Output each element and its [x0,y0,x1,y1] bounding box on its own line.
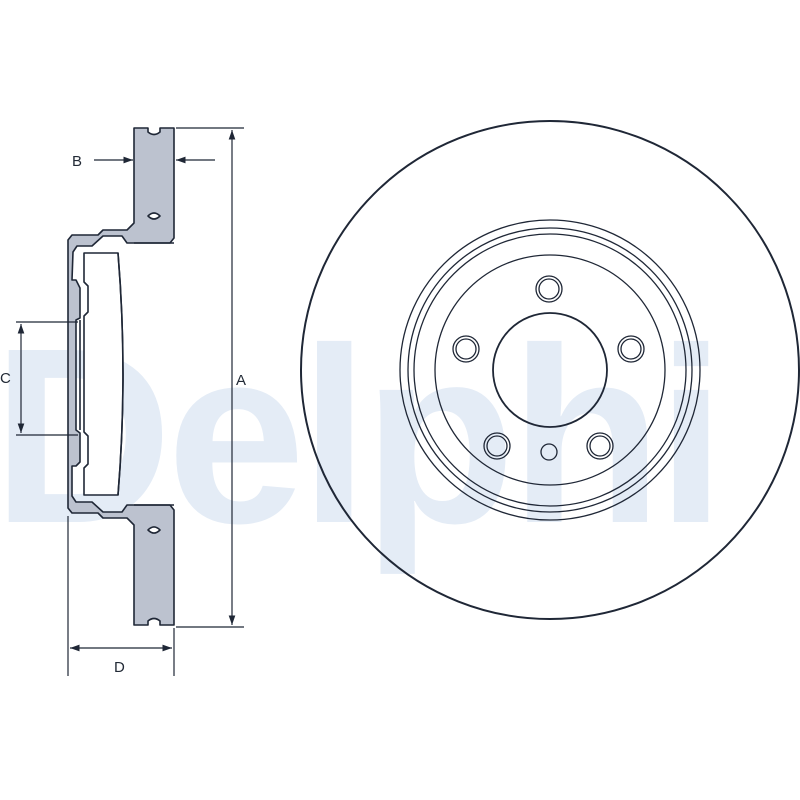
bolt-hole [452,335,480,363]
dimension-lines [16,127,244,676]
bolt-hole [535,275,563,303]
hub-notch-bottom [147,526,161,534]
disc-front-view [300,120,800,620]
bolt-hole [586,432,614,460]
hat-ring-3 [413,233,687,507]
hub-notch-top [147,212,161,220]
hat-face-ring [434,254,666,486]
bolt-hole [483,432,511,460]
centre-bore [492,312,608,428]
bolt-hole [617,335,645,363]
hat-outer-ring [399,219,701,521]
hat-ring-2 [407,227,693,513]
disc-side-view [67,127,175,626]
label-a: A [236,372,246,389]
label-b: B [72,153,82,170]
locating-pin-hole [540,443,558,461]
hat-inner-face [83,252,124,496]
label-d: D [114,659,125,676]
hat-ridge [117,252,124,496]
label-c: C [0,370,11,387]
disc-cross-section [67,127,175,626]
disc-outer-edge [300,120,800,620]
